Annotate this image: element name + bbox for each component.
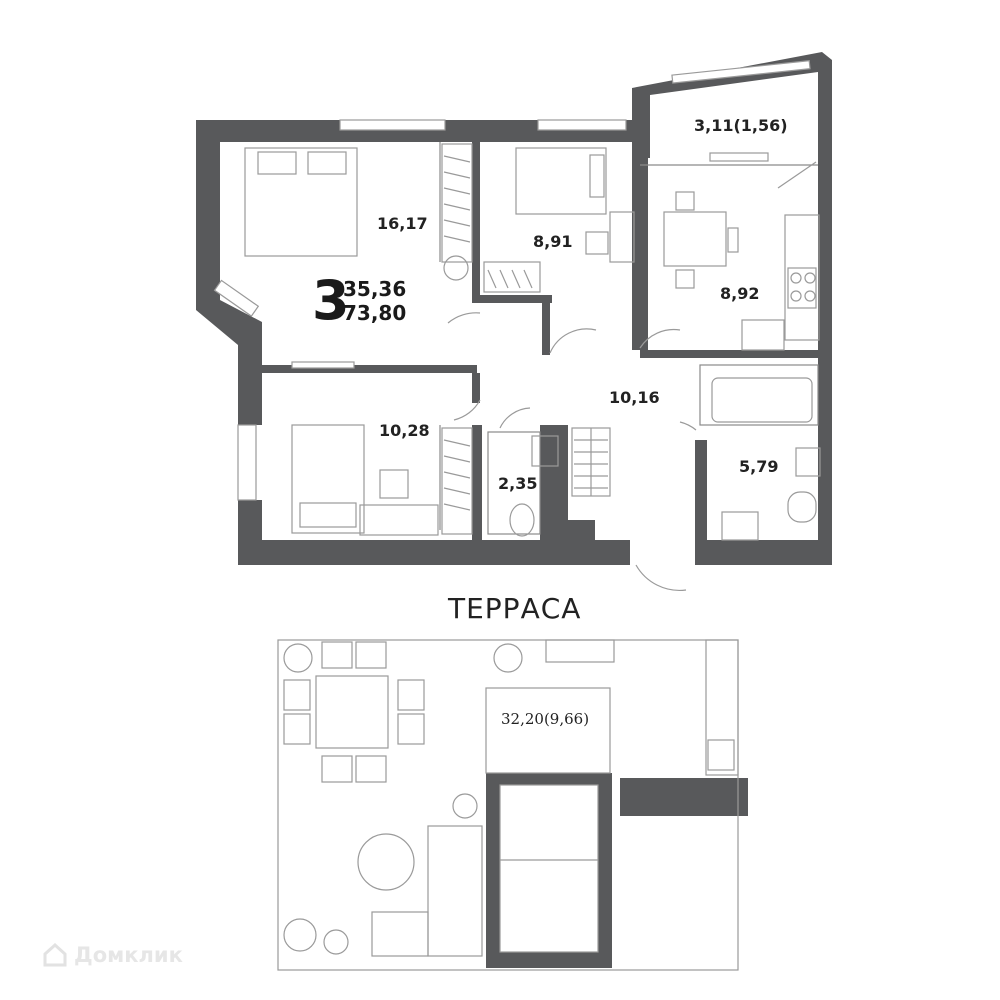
doors: [447, 161, 817, 592]
total-area: 73,80: [343, 301, 407, 325]
room-area-bathroom: 5,79: [739, 457, 779, 476]
terrace-furniture: [283, 641, 483, 957]
interior-lines: [439, 142, 819, 535]
kitchen-furniture: [663, 191, 820, 351]
brand-name: Домклик: [74, 943, 183, 967]
wardrobes: [441, 143, 541, 535]
bathroom-fixtures: [509, 377, 821, 541]
room-area-bedroom-small: 8,91: [533, 232, 573, 251]
terrace-area: 32,20(9,66): [501, 710, 590, 728]
room-area-bedroom-lower: 10,28: [379, 421, 430, 440]
stairs: [571, 427, 611, 497]
brand-watermark: Домклик: [42, 942, 183, 968]
beds: [244, 147, 607, 534]
terrace-outline: [277, 639, 739, 971]
room-area-bedroom-main: 16,17: [377, 214, 428, 233]
living-area: 35,36: [343, 277, 407, 301]
terrace-title: ТЕРРАСА: [448, 592, 582, 625]
room-area-balcony: 3,11(1,56): [694, 116, 788, 135]
room-area-hall: 10,16: [609, 388, 660, 407]
plant-icons: [283, 255, 523, 955]
house-icon: [43, 942, 67, 967]
windows: [213, 60, 811, 501]
room-area-wc: 2,35: [498, 474, 538, 493]
desks: [359, 211, 635, 536]
apartment-walls: [196, 52, 832, 968]
room-area-kitchen: 8,92: [720, 284, 760, 303]
rooms-count: 3: [312, 269, 350, 332]
